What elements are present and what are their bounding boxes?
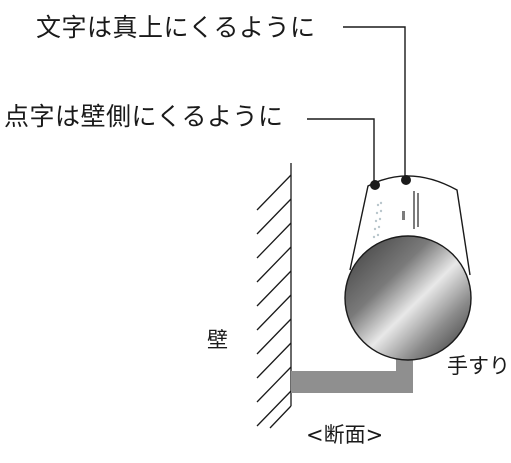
leader-line-text-label — [343, 26, 406, 176]
braille-pattern — [372, 201, 383, 239]
label-wall: 壁 — [207, 328, 228, 352]
handrail-bracket — [291, 355, 413, 393]
printed-text-pattern — [402, 191, 419, 229]
text-position-marker — [401, 175, 411, 185]
leader-line-braille-label — [307, 118, 375, 181]
label-text-on-top: 文字は真上にくるように — [36, 13, 316, 42]
label-cross-section: <断面> — [306, 423, 384, 447]
handrail-cross-section — [344, 235, 472, 361]
wall-hatching — [256, 163, 292, 429]
label-braille-wall-side: 点字は壁側にくるように — [4, 102, 284, 131]
braille-position-marker — [370, 180, 380, 190]
label-handrail: 手すり — [447, 354, 510, 378]
